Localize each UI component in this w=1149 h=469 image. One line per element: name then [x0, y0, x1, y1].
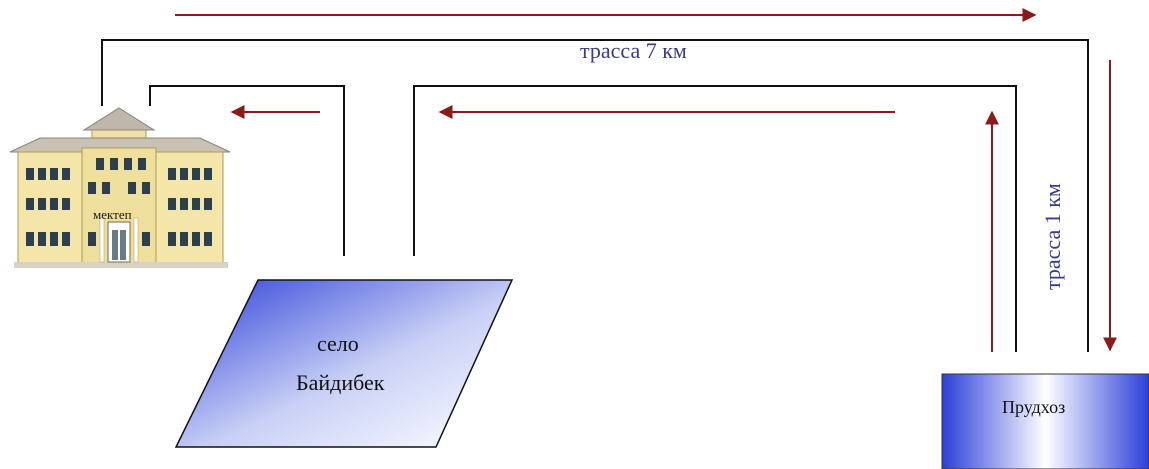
- highway-1-label: трасса 1 км: [1040, 183, 1065, 290]
- roads: [101, 39, 1089, 352]
- school-label: мектеп: [93, 207, 132, 222]
- school-road: [149, 85, 345, 256]
- village-farm-road: [413, 85, 1017, 352]
- village-shape: [174, 279, 514, 448]
- outer-road: [101, 39, 1089, 352]
- village-label-line1: село: [317, 331, 359, 356]
- farm-label: Прудхоз: [1002, 397, 1065, 417]
- arrows: [175, 8, 1117, 352]
- school-building-icon: [9, 107, 231, 268]
- village-label-line2: Байдибек: [296, 370, 385, 395]
- farm-shape: [941, 373, 1149, 469]
- highway-7-label: трасса 7 км: [580, 38, 687, 63]
